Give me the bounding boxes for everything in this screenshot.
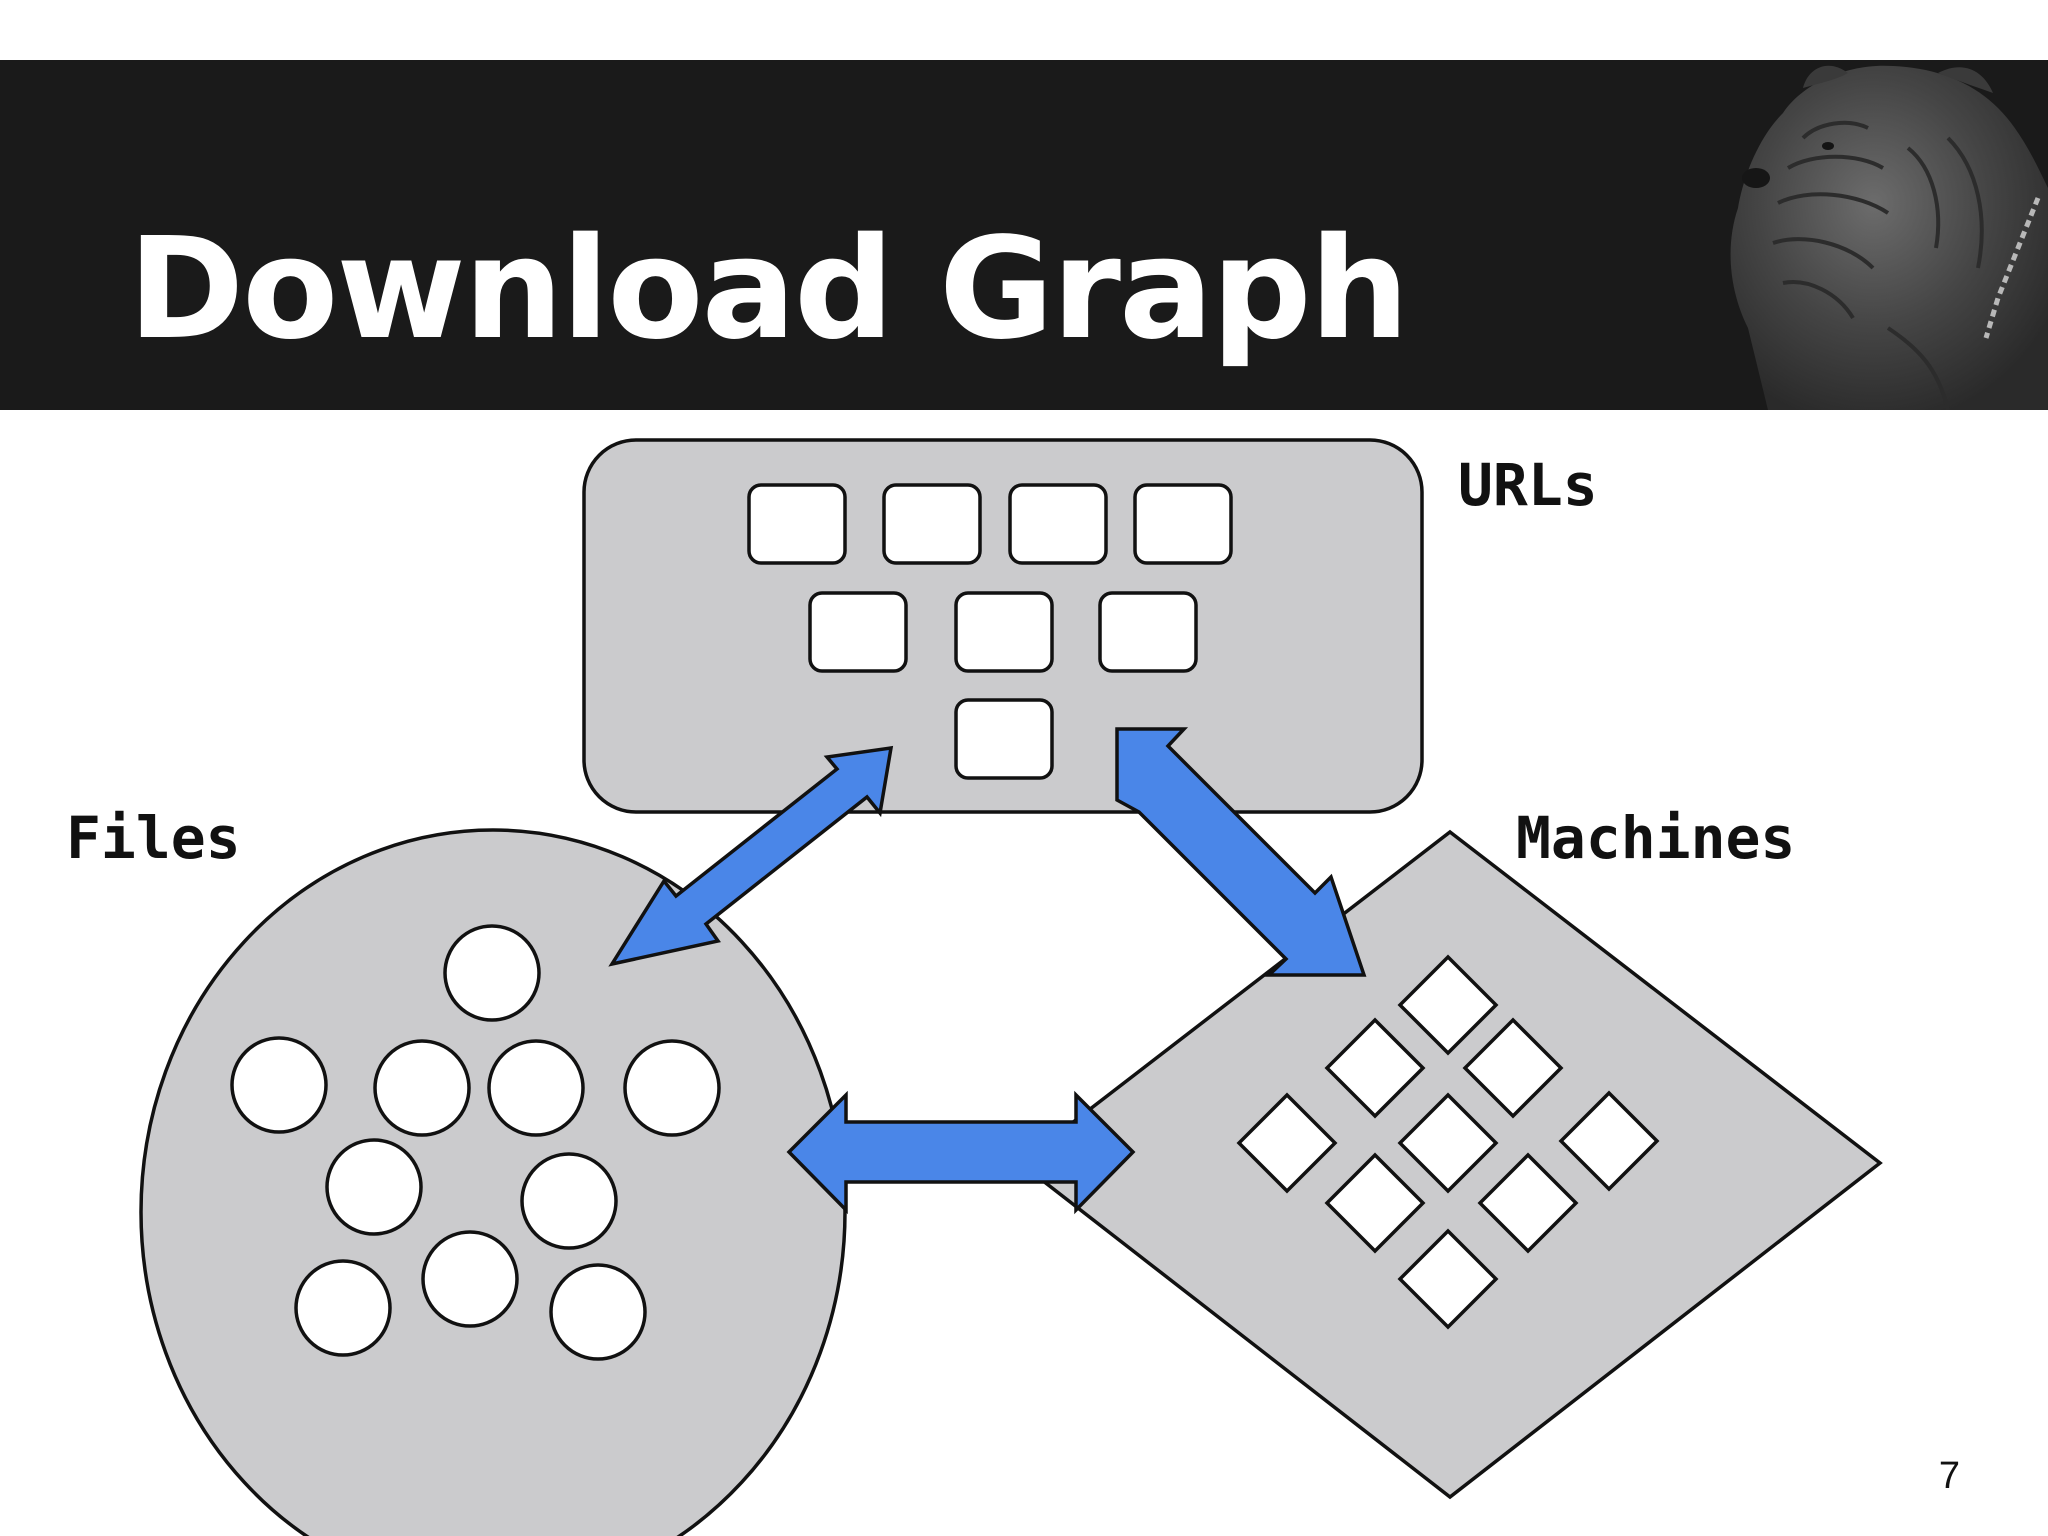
file-node xyxy=(549,1263,647,1361)
arrow-urls-files xyxy=(608,745,894,967)
file-node xyxy=(623,1039,721,1137)
machine-node xyxy=(1462,1017,1564,1119)
files-label: Files xyxy=(66,804,241,872)
urls-group xyxy=(582,438,1424,814)
slide-number: 7 xyxy=(1938,1455,1960,1497)
machines-group xyxy=(1017,829,1883,1500)
machine-node xyxy=(1397,1092,1499,1194)
arrow-urls-machines xyxy=(1115,727,1367,977)
machine-node xyxy=(1324,1017,1426,1119)
url-node xyxy=(954,698,1054,780)
arrow-files-machines xyxy=(786,1090,1136,1215)
file-node xyxy=(325,1138,423,1236)
file-node xyxy=(373,1039,471,1137)
url-node xyxy=(954,591,1054,673)
file-node xyxy=(487,1039,585,1137)
mastiff-dog-image xyxy=(1730,65,2048,410)
url-node xyxy=(1133,483,1233,565)
url-node xyxy=(882,483,982,565)
machine-node xyxy=(1477,1152,1579,1254)
file-node xyxy=(520,1152,618,1250)
header-bar xyxy=(0,60,2048,410)
url-node xyxy=(1098,591,1198,673)
machine-node xyxy=(1558,1090,1660,1192)
file-node xyxy=(294,1259,392,1357)
machines-label: Machines xyxy=(1516,804,1795,872)
file-node xyxy=(230,1036,328,1134)
machine-node xyxy=(1397,1228,1499,1330)
urls-label: URLs xyxy=(1458,451,1598,519)
machine-node xyxy=(1397,954,1499,1056)
url-node xyxy=(747,483,847,565)
url-node xyxy=(808,591,908,673)
slide-title: Download Graph xyxy=(128,208,1409,371)
machine-node xyxy=(1324,1152,1426,1254)
machine-node xyxy=(1236,1092,1338,1194)
files-group xyxy=(139,828,847,1536)
file-node xyxy=(443,924,541,1022)
file-node xyxy=(421,1230,519,1328)
url-node xyxy=(1008,483,1108,565)
